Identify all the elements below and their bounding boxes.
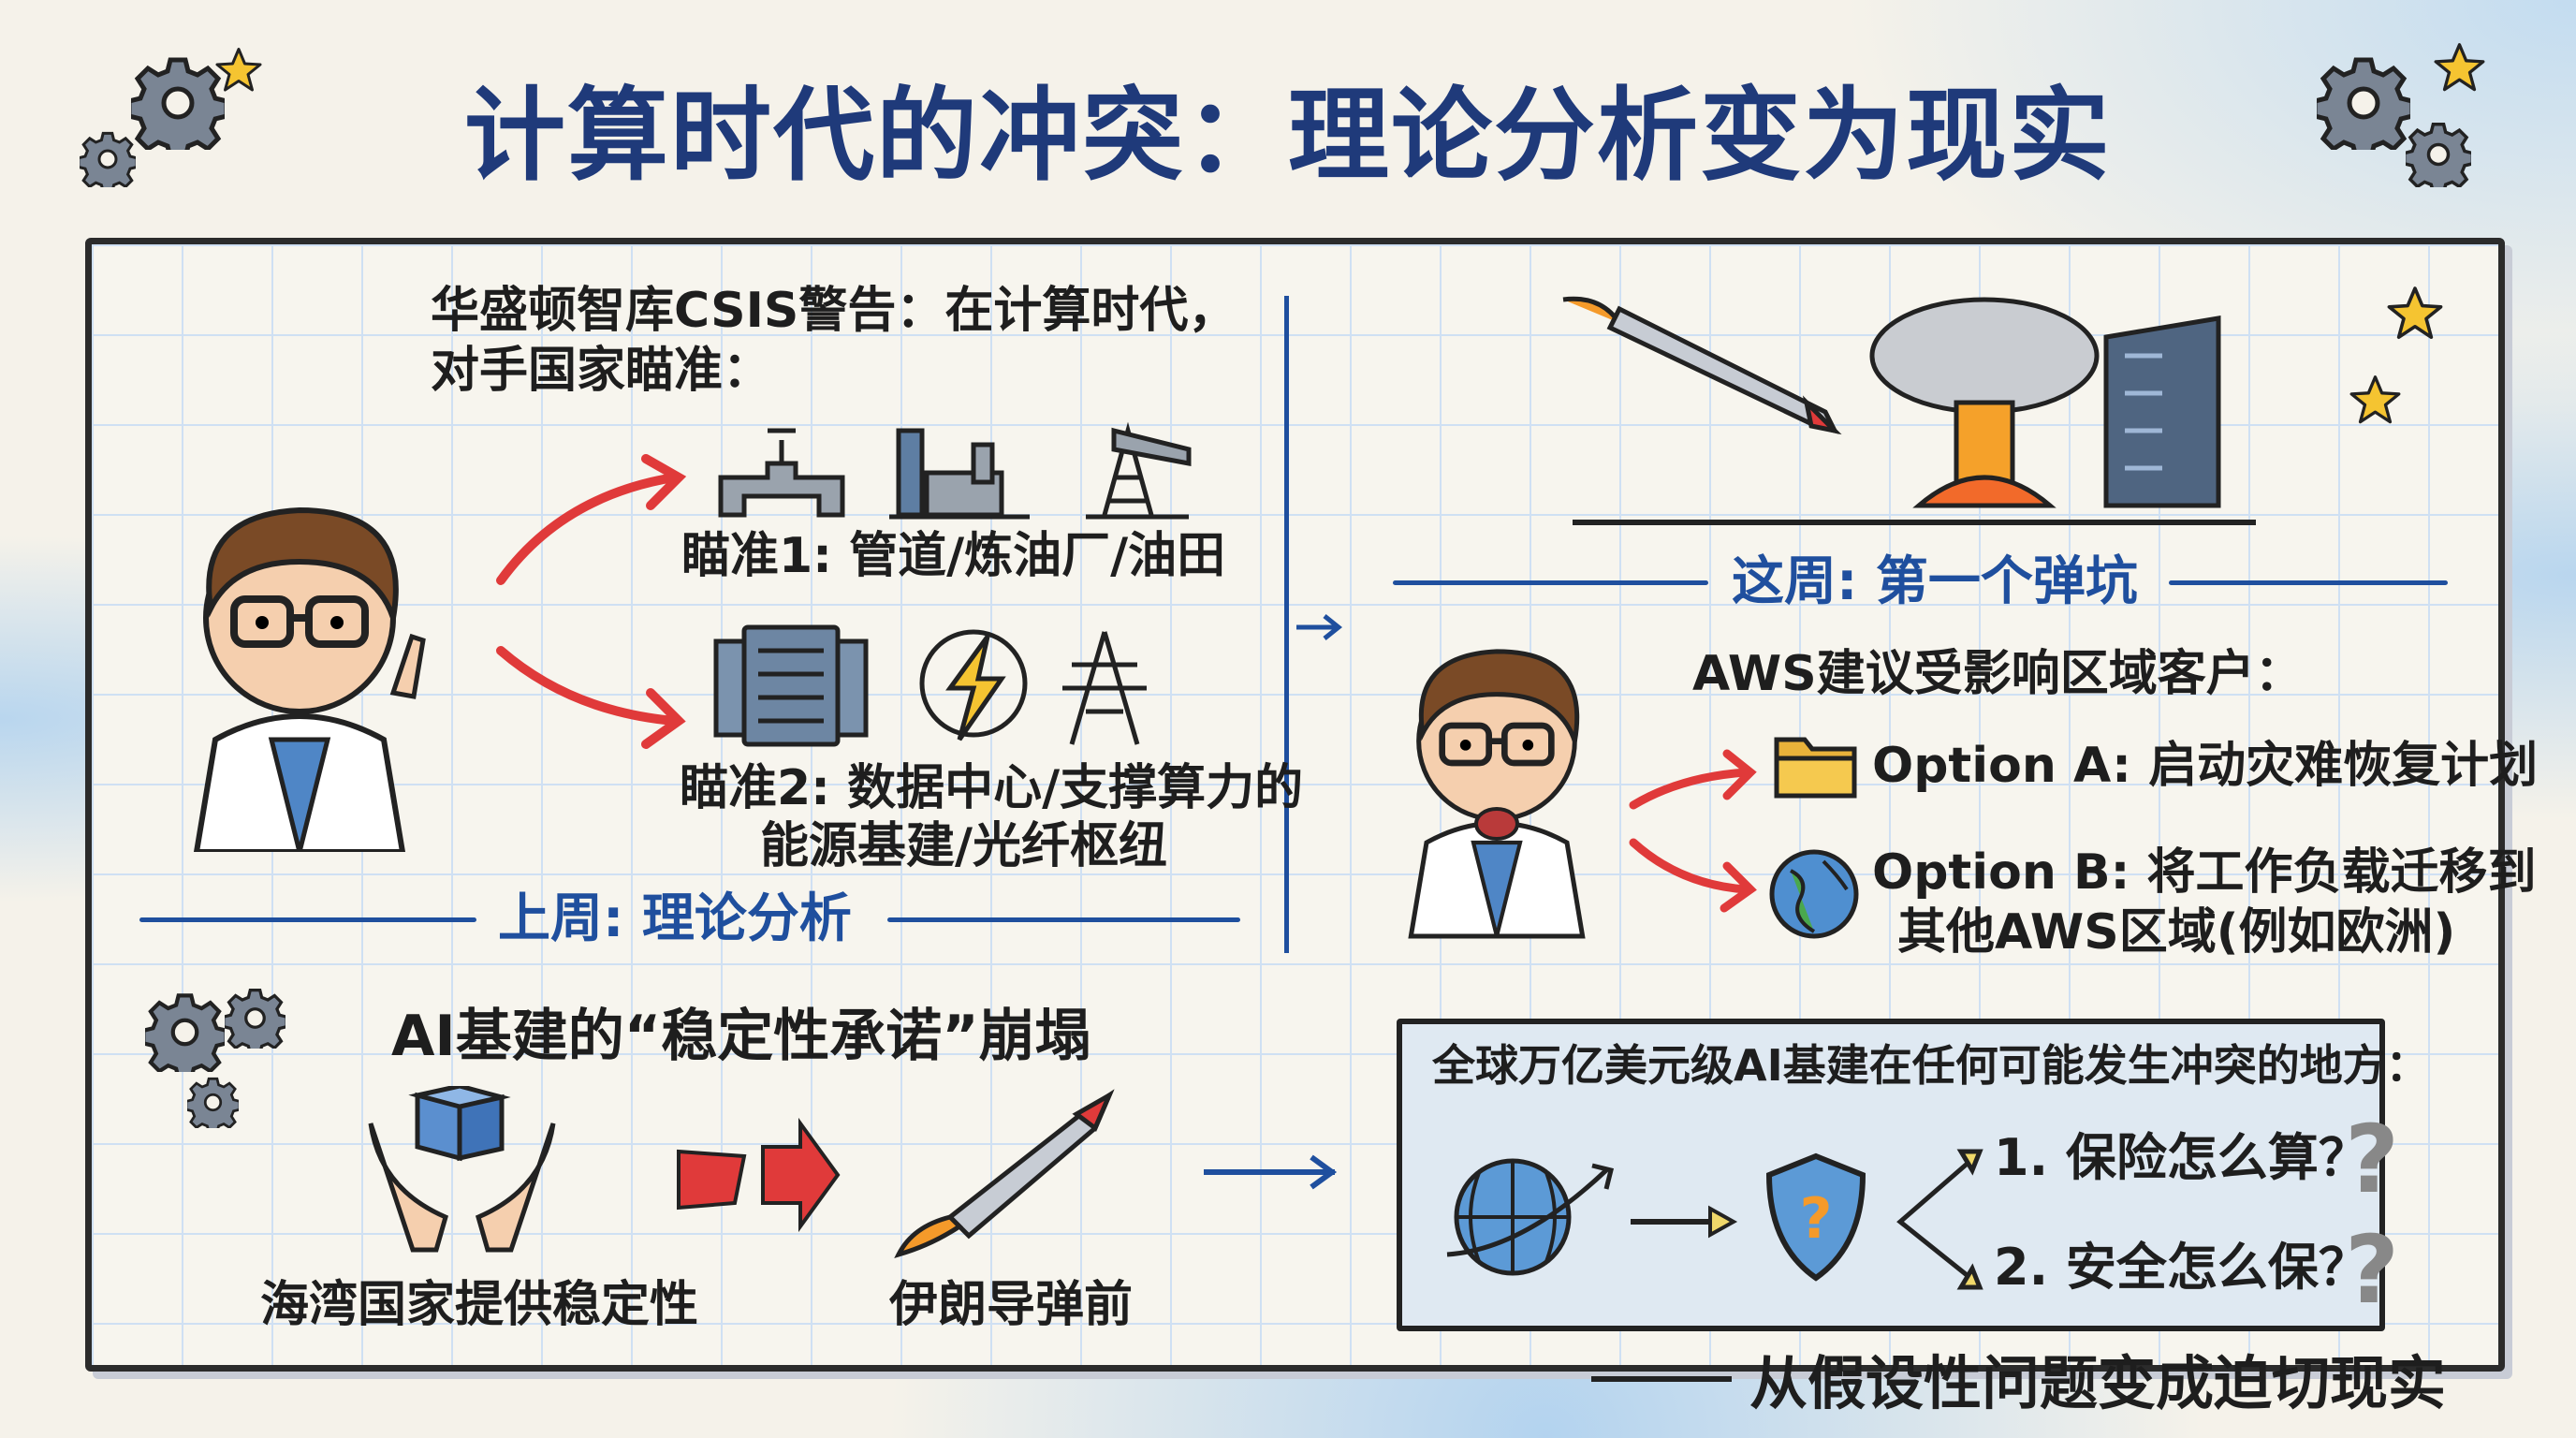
arrow-right-icon [1631,1205,1738,1239]
globe-icon [1446,1158,1615,1276]
scientist-pointing-illustration [159,459,426,871]
folder-icon [1774,737,1857,799]
section-line [887,917,1240,922]
option-a: Option A: 启动灾难恢复计划 [1872,738,2539,794]
iran-missile-label: 伊朗导弹前 [889,1277,1134,1333]
main-frame [85,238,2505,1372]
hands-holding-cube-icon [368,1086,556,1253]
gears-icon [145,988,285,1128]
svg-text:?: ? [1800,1186,1833,1252]
footer-caption: 从假设性问题变成迫切现实 [1749,1349,2447,1417]
last-week-label: 上周: 理论分析 [498,888,852,949]
worried-scientist-illustration [1380,599,1623,955]
questions-box [1397,1019,2385,1331]
question-mark-icon: ? [2345,1215,2400,1325]
globe-icon [1769,849,1859,939]
pipeline-refinery-oilfield-icons [718,421,1192,520]
red-arrows [496,454,687,749]
footer-line [1591,1376,1732,1382]
option-b-line1: Option B: 将工作负载迁移到 [1872,844,2537,901]
question-mark-icon: ? [2345,1105,2400,1214]
section-line [1393,580,1708,585]
broken-arrow-icon [677,1117,841,1233]
question-1: 1. 保险怎么算？ [1994,1128,2369,1187]
question-2: 2. 安全怎么保？ [1994,1238,2369,1297]
collapse-heading: AI基建的“稳定性承诺”崩塌 [391,1004,1091,1069]
shield-question-icon: ? [1765,1152,1866,1282]
arrow-right-icon [1204,1154,1338,1190]
aws-heading: AWS建议受影响区域客户： [1692,646,2304,702]
csis-warning-line2: 对手国家瞄准： [431,343,772,399]
this-week-label: 这周: 第一个弹坑 [1732,551,2138,612]
missile-strike-illustration [1562,296,2256,525]
missile-icon [894,1089,1115,1258]
questions-heading: 全球万亿美元级AI基建在任何可能发生冲突的地方： [1432,1040,2429,1091]
target-1-label: 瞄准1: 管道/炼油厂/油田 [681,528,1226,584]
target-2-label-line2: 能源基建/光纤枢纽 [760,818,1167,874]
divider [1284,296,1289,953]
arrow-right-icon [1296,614,1343,640]
datacenter-energy-tower-icons [713,624,1147,747]
branch-arrows [1896,1149,1983,1290]
page-title: 计算时代的冲突：理论分析变为现实 [463,78,2112,195]
star-icon [2349,375,2401,424]
csis-warning-line1: 华盛顿智库CSIS警告：在计算时代， [431,283,1237,339]
gulf-stability-label: 海湾国家提供稳定性 [260,1277,699,1333]
option-b-line2: 其他AWS区域(例如欧洲) [1897,904,2456,961]
section-line [2169,580,2448,585]
target-2-label-line1: 瞄准2: 数据中心/支撑算力的 [680,760,1304,816]
red-arrows [1629,749,1757,913]
section-line [139,917,476,922]
star-icon [2387,286,2443,340]
